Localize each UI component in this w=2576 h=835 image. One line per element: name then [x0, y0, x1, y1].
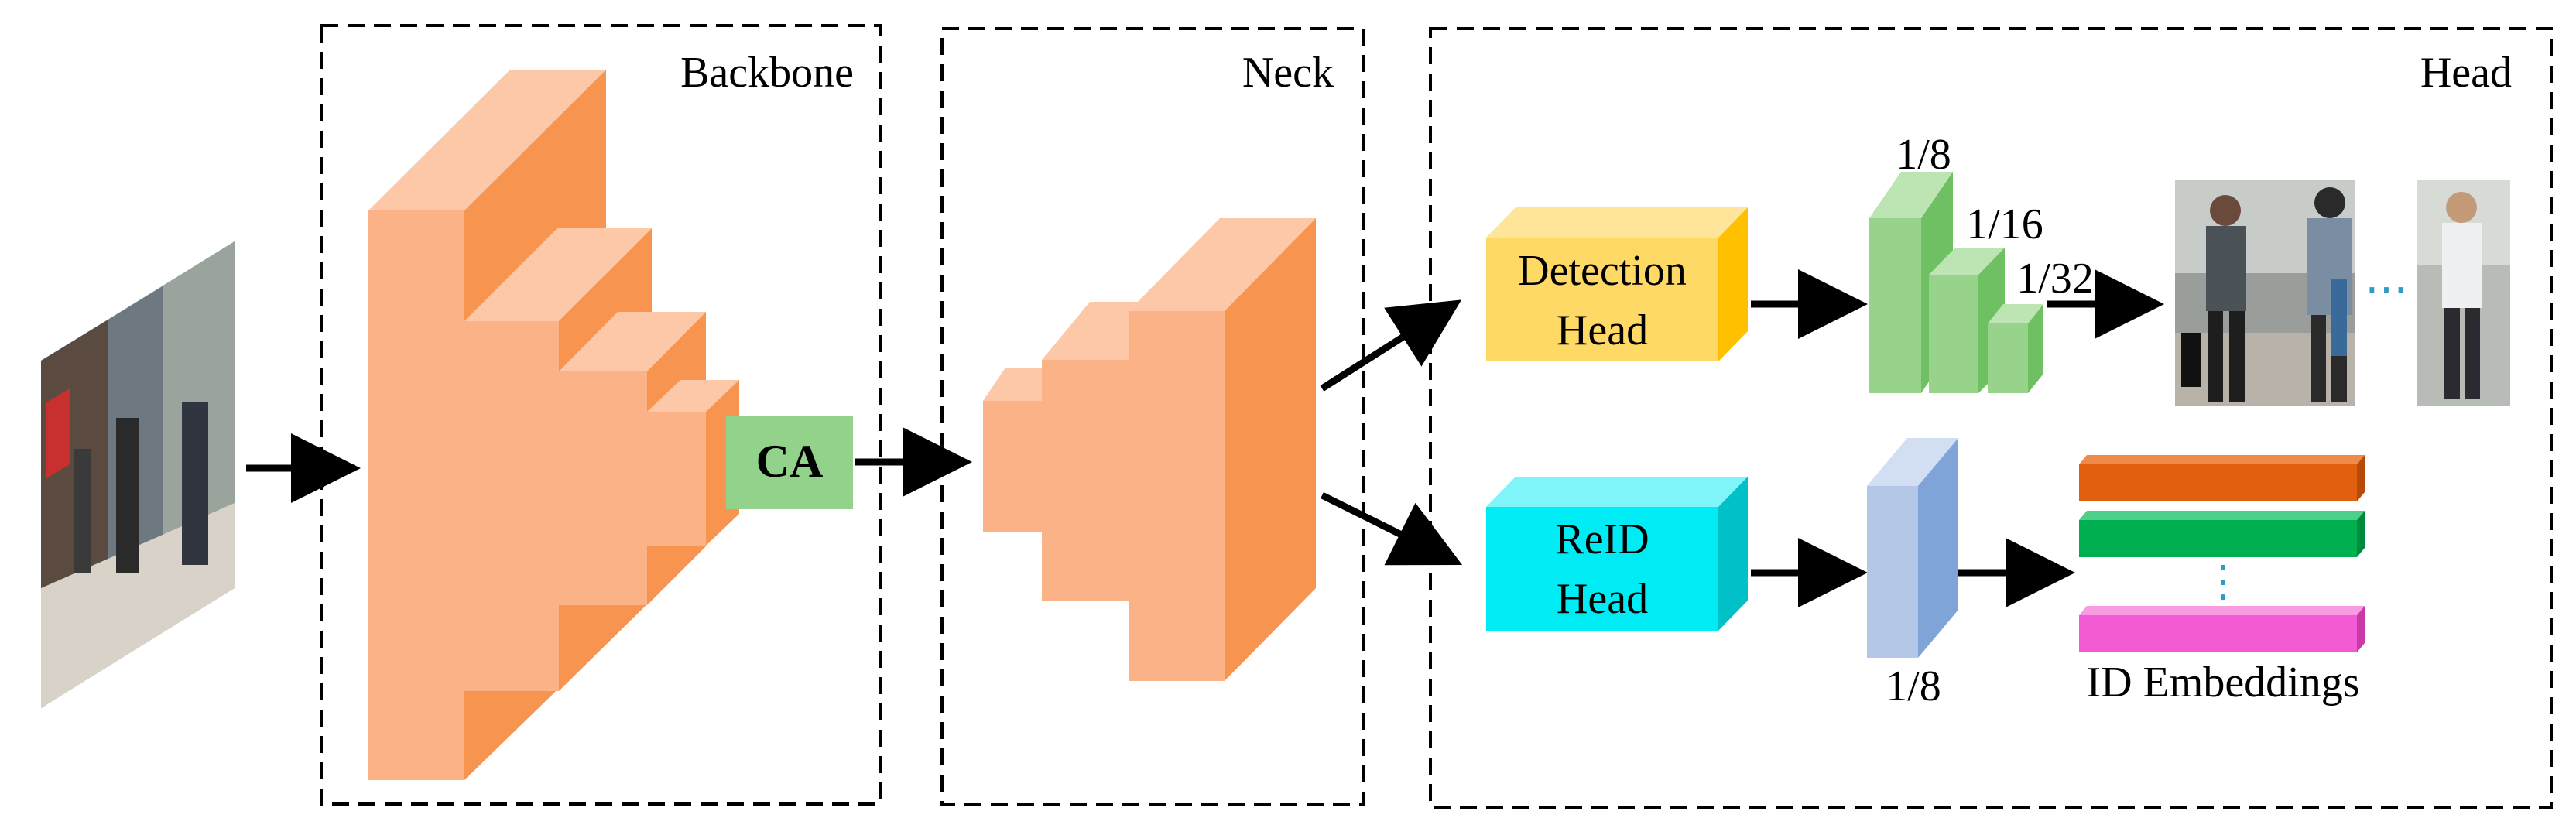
det-map-1-32	[1988, 304, 2043, 323]
arrow-neck-to-detection	[1320, 299, 1462, 392]
id-embeddings	[2079, 455, 2365, 652]
reid-feature-map	[1867, 438, 1958, 658]
backbone-block-4	[647, 380, 739, 412]
ca-label: CA	[756, 436, 824, 487]
input-image	[41, 241, 235, 708]
detection-ellipsis: ⋯	[2365, 264, 2408, 314]
head-label: Head	[2420, 49, 2512, 97]
id-embeddings-label: ID Embeddings	[2086, 659, 2359, 707]
detection-head: Detection Head	[1486, 207, 1748, 361]
embedding-vector-orange	[2079, 464, 2357, 501]
detection-feature-maps	[1869, 172, 2043, 393]
flow-arrows	[246, 269, 2164, 607]
neck-label: Neck	[1242, 49, 1334, 97]
embedding-ellipsis: ⋮	[2201, 556, 2245, 607]
embedding-vector-pink	[2079, 615, 2357, 652]
scale-label-1-8-reid: 1/8	[1886, 662, 1941, 710]
reid-head-label-line1: ReID	[1555, 515, 1649, 563]
det-map-1-8	[1869, 172, 1953, 218]
detected-person-crops	[2175, 180, 2510, 406]
arrow-neck-to-reid	[1320, 491, 1463, 566]
head-box	[1429, 27, 2553, 809]
embedding-vector-green	[2079, 520, 2357, 557]
person-photo-icon	[2175, 180, 2355, 406]
detection-head-label-line1: Detection	[1518, 247, 1687, 295]
backbone-block-2	[464, 228, 652, 321]
backbone-box	[320, 24, 882, 806]
backbone-layers	[368, 70, 739, 780]
det-map-1-16	[1929, 248, 2005, 275]
backbone-label: Backbone	[680, 49, 854, 97]
backbone-block-3	[559, 312, 706, 371]
person-photo-icon	[2417, 180, 2510, 406]
reid-head-label-line2: Head	[1557, 575, 1648, 623]
neck-layers	[983, 218, 1316, 681]
backbone-block-1	[368, 70, 606, 210]
neck-box	[940, 27, 1365, 806]
reid-head: ReID Head	[1486, 477, 1748, 631]
ca-module	[726, 416, 853, 509]
scale-label-1-32: 1/32	[2016, 255, 2094, 303]
scale-label-1-16: 1/16	[1966, 200, 2043, 248]
neck-block-3	[1129, 218, 1316, 311]
scale-label-1-8-detection: 1/8	[1896, 131, 1951, 179]
detection-head-label-line2: Head	[1557, 306, 1648, 354]
